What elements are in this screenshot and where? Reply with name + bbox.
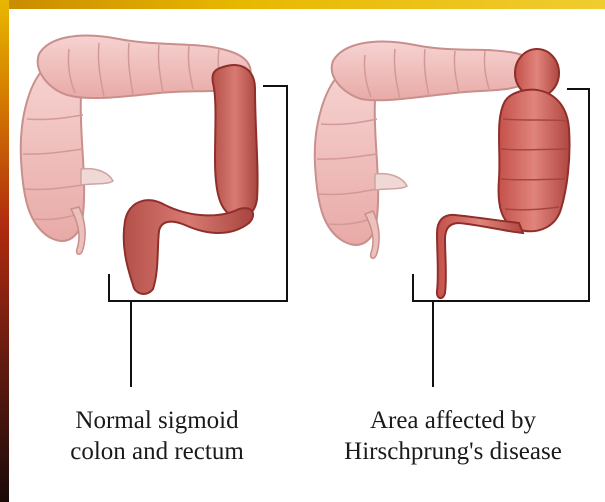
- normal-colon-diagram: [9, 9, 305, 399]
- ileum-stub: [81, 169, 113, 185]
- normal-colon-panel: Normal sigmoid colon and rectum: [9, 9, 305, 502]
- narrowed-aganglionic-segment: [437, 215, 523, 298]
- transverse-colon: [332, 42, 535, 101]
- normal-colon-caption: Normal sigmoid colon and rectum: [9, 405, 305, 467]
- sigmoid-colon-and-rectum: [124, 200, 253, 294]
- descending-colon: [212, 65, 257, 217]
- hirschsprung-diagram: [305, 9, 601, 399]
- hirschsprung-panel: Area affected by Hirschprung's disease: [305, 9, 601, 502]
- ileum-stub: [375, 174, 407, 190]
- top-border-stripe: [0, 0, 605, 9]
- left-border-stripe: [0, 0, 9, 502]
- hirschsprung-caption: Area affected by Hirschprung's disease: [305, 405, 601, 467]
